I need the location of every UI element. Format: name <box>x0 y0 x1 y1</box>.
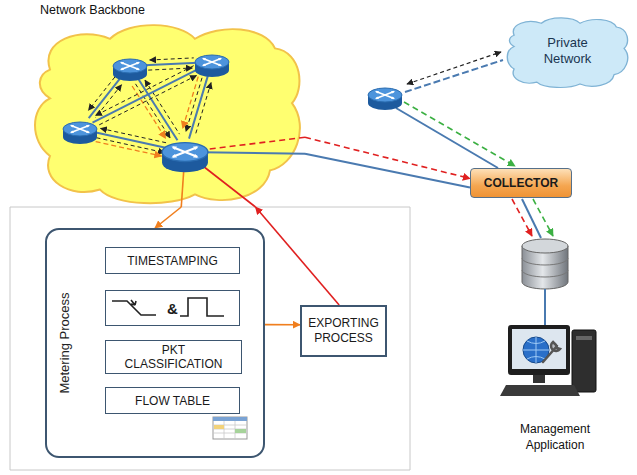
mesh-arrow <box>95 85 121 118</box>
router-heads <box>70 125 90 133</box>
mesh-link <box>189 75 208 138</box>
router-icon <box>113 59 147 81</box>
keyboard-icon <box>500 385 580 396</box>
mesh-link <box>144 63 198 66</box>
connector <box>256 207 340 305</box>
process-box: PKT CLASSIFICATION <box>105 340 242 374</box>
node-text: TIMESTAMPING <box>127 254 217 268</box>
mesh-arrow <box>98 76 196 126</box>
mesh-link <box>92 68 199 122</box>
computer-tower <box>572 330 596 392</box>
mesh-link <box>89 77 122 118</box>
mesh-arrow <box>101 128 169 143</box>
node-text: Management Application <box>500 422 610 453</box>
router-icon <box>195 55 229 77</box>
monitor-stand <box>533 375 545 383</box>
store-arrow <box>512 199 532 236</box>
private-link-arrow <box>407 52 501 84</box>
node-text: Metering Process <box>57 292 72 393</box>
process-box: FLOW TABLE <box>105 387 240 414</box>
table-grid <box>213 421 247 439</box>
app-label: Management Application <box>500 422 610 460</box>
node-text: Private Network <box>531 35 605 66</box>
database-bands <box>522 258 568 277</box>
router-heads <box>172 147 199 158</box>
detail-frame <box>10 207 410 470</box>
mesh-arrow <box>96 66 194 116</box>
computer-screen <box>512 329 566 369</box>
cloud-shape <box>30 2 305 207</box>
symbol-box: & <box>105 290 240 326</box>
table-cell <box>235 429 246 433</box>
export-arrow <box>404 102 515 166</box>
router-icon <box>162 143 208 173</box>
mesh-arrow <box>195 83 211 137</box>
connector <box>155 207 181 228</box>
store-link <box>522 199 541 238</box>
router-arrows <box>121 63 139 70</box>
process-box: EXPORTING PROCESS <box>300 305 387 357</box>
router-arrows <box>173 147 197 156</box>
backbone-cloud: Network Backbone <box>30 2 305 207</box>
mesh-arrow <box>97 138 165 153</box>
computer-monitor <box>508 325 570 375</box>
connector <box>305 154 470 188</box>
table-thumbnail <box>213 417 247 439</box>
table-cell <box>214 425 224 429</box>
mesh-arrow <box>96 142 162 156</box>
threshold-symbol <box>112 300 156 315</box>
node-text: & <box>167 300 178 317</box>
router-heads <box>202 58 222 66</box>
table-header <box>213 417 247 421</box>
computer-drive <box>576 336 592 340</box>
router-arrows <box>71 126 89 133</box>
node-text: COLLECTOR <box>484 176 558 190</box>
node-text: Network Backbone <box>40 3 145 17</box>
router-icon <box>368 88 402 110</box>
connector <box>265 324 300 326</box>
mesh-link <box>94 132 172 149</box>
router-heads <box>120 62 140 70</box>
mesh-arrow <box>186 78 202 132</box>
router-arrows <box>376 92 394 99</box>
process-group: TIMESTAMPING & PKT CLASSIFICATION FLOW TABL… <box>45 228 265 458</box>
mesh-arrow <box>89 77 115 110</box>
router-top <box>368 88 402 102</box>
router-top <box>63 122 97 136</box>
node-text: EXPORTING PROCESS <box>308 316 379 346</box>
node-text: PKT CLASSIFICATION <box>112 343 235 371</box>
mesh-arrow <box>183 77 199 129</box>
process-box: TIMESTAMPING <box>105 247 240 274</box>
cloud-outline <box>35 25 300 203</box>
db-link <box>544 289 546 325</box>
router-heads <box>375 91 395 99</box>
router-top <box>113 59 147 73</box>
mesh-arrow <box>150 58 194 60</box>
mesh-links <box>89 58 212 156</box>
private-cloud: Private Network <box>505 12 630 90</box>
collector-box: COLLECTOR <box>470 168 572 198</box>
cloud-outline <box>507 18 627 88</box>
pulse-symbol <box>180 298 224 316</box>
private-link <box>405 60 503 92</box>
node-text: FLOW TABLE <box>135 394 210 408</box>
store-arrow <box>533 199 553 236</box>
router-top <box>162 143 208 162</box>
router-top <box>195 55 229 69</box>
export-link <box>396 108 498 168</box>
database-top <box>522 239 568 253</box>
router-icon <box>63 122 97 144</box>
wrench-icon <box>543 342 560 362</box>
mesh-link <box>138 78 178 140</box>
router-arrows <box>203 59 221 66</box>
